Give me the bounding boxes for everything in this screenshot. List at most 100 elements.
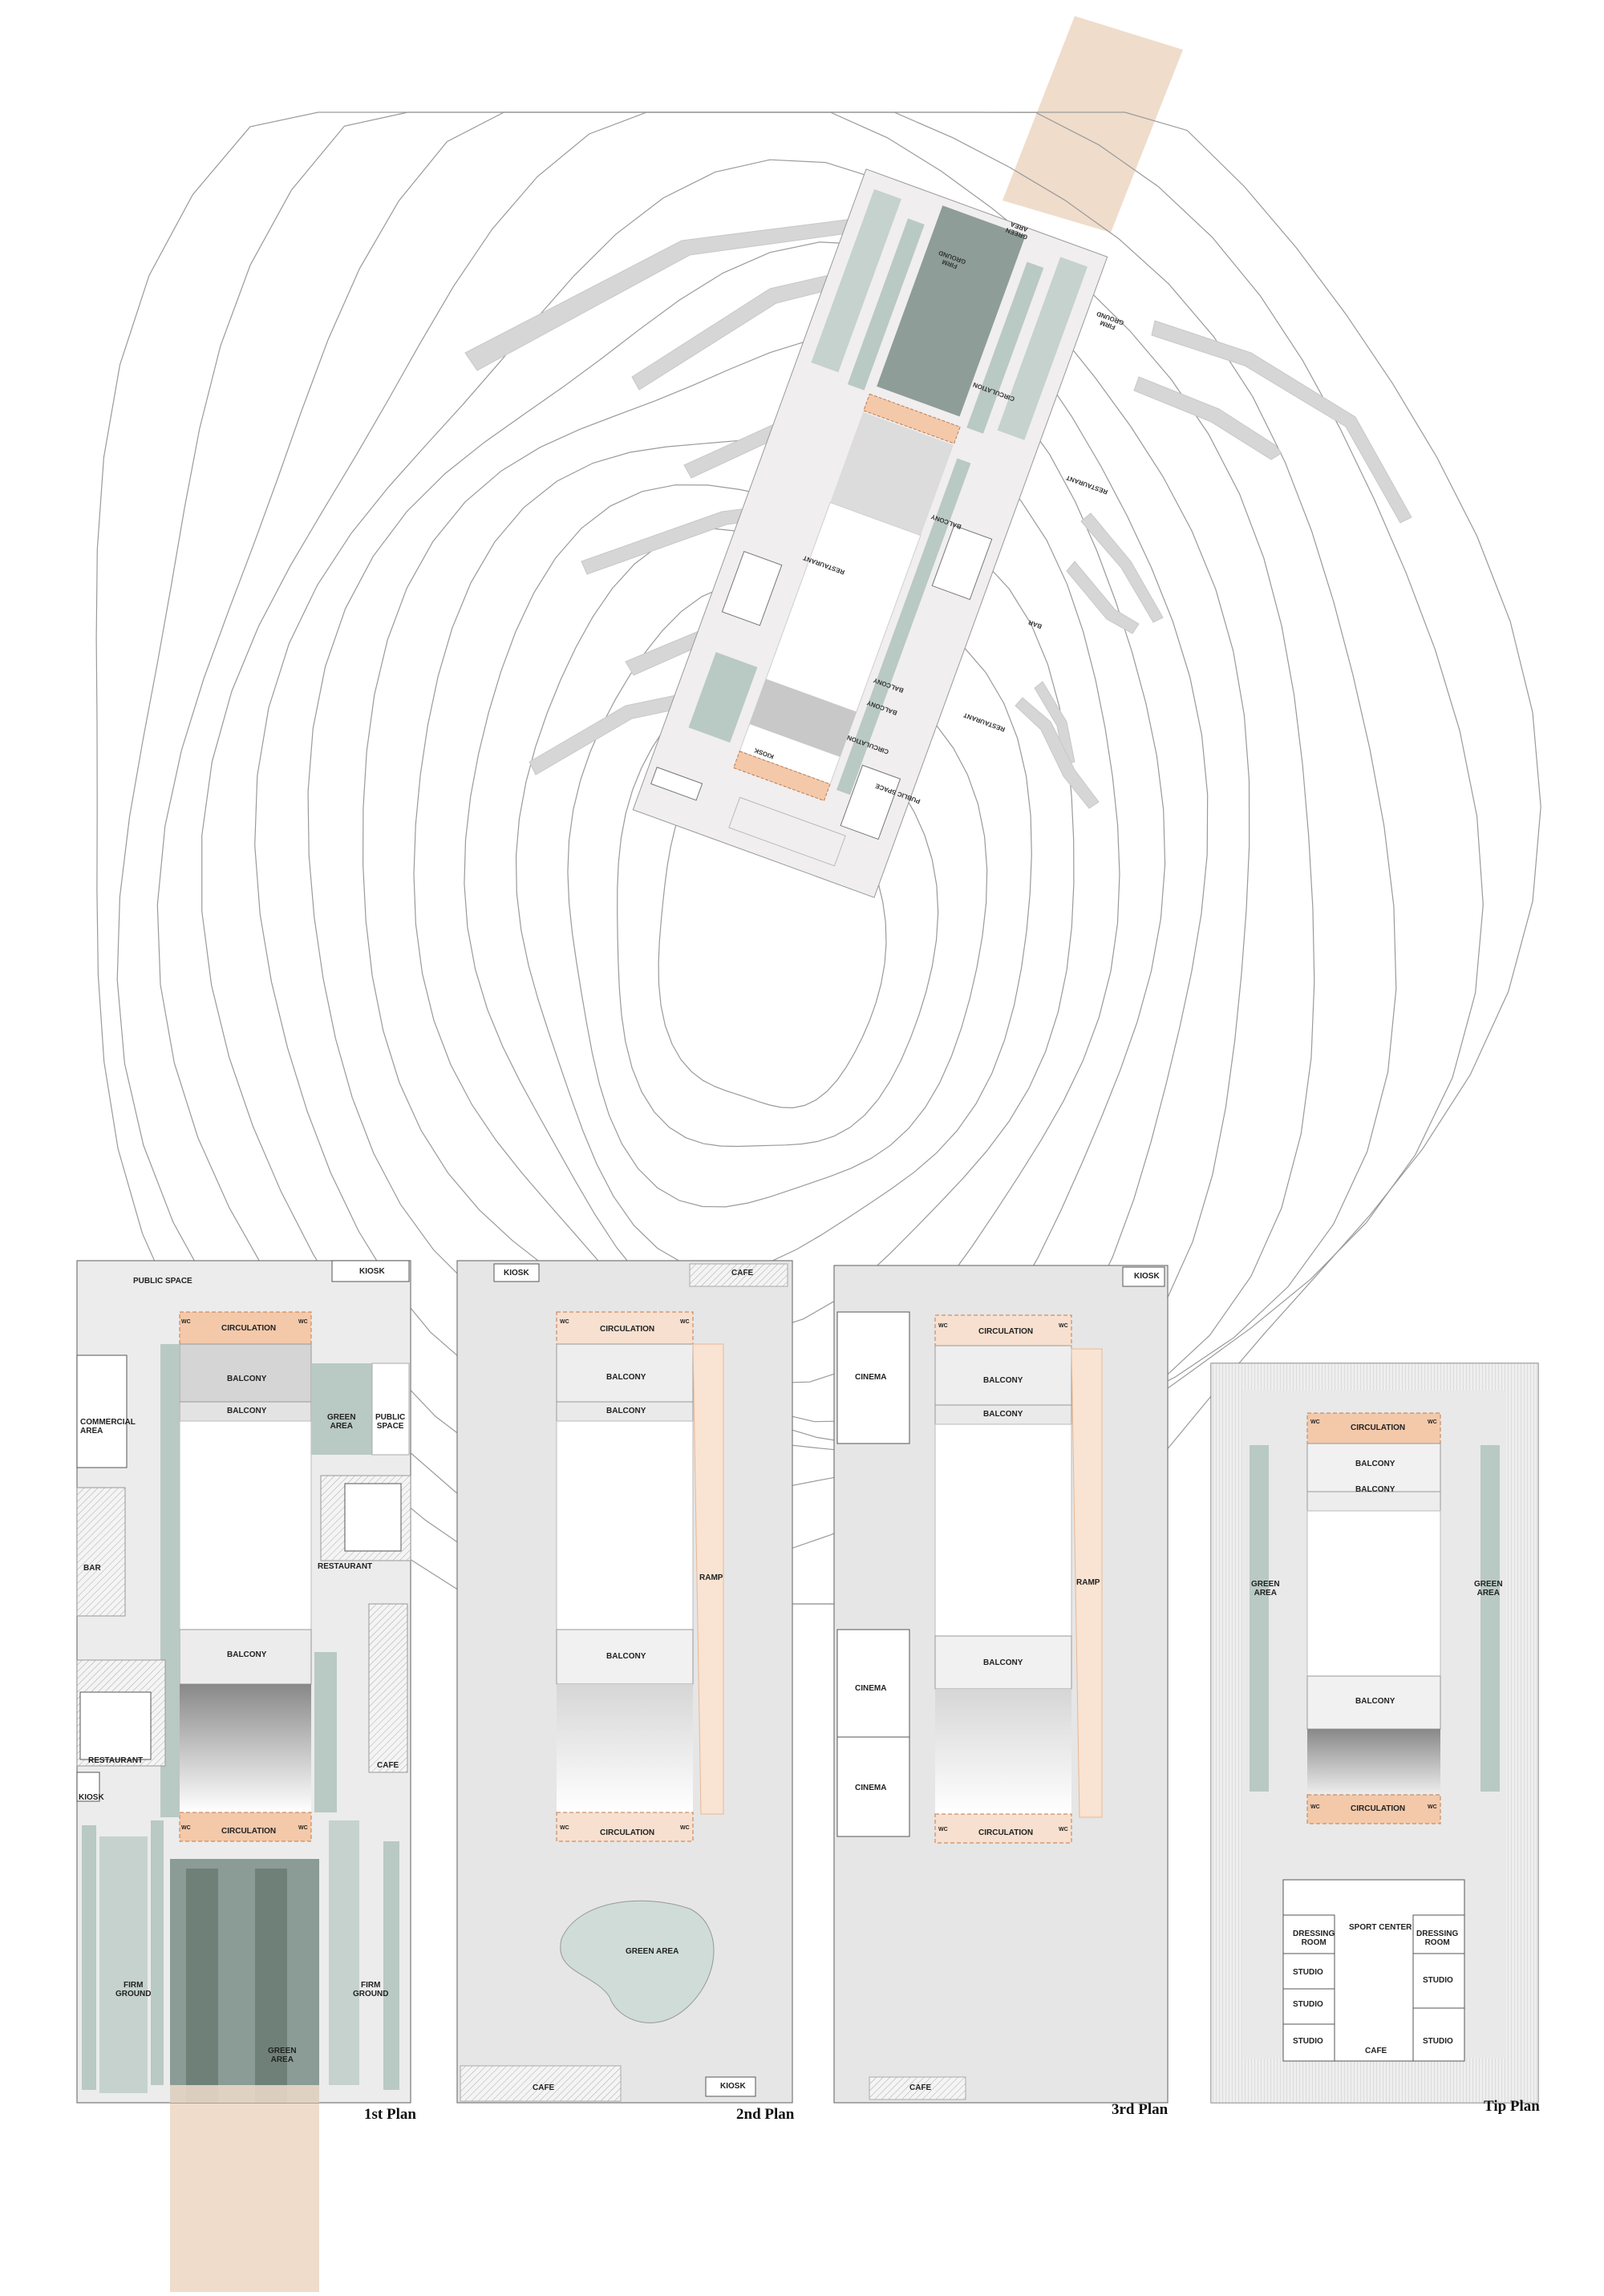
plan2-balcony-2 <box>556 1401 694 1422</box>
plan1-kiosk-top <box>331 1260 410 1282</box>
tip-sport-center-label: SPORT CENTER <box>1349 1923 1412 1932</box>
tip-studio-4-label: STUDIO <box>1423 1976 1453 1985</box>
tip-circulation-bottom-label: CIRCULATION <box>1351 1804 1406 1813</box>
plan2-ramp <box>692 1343 724 1815</box>
plan2-balcony-1 <box>556 1343 694 1403</box>
plan2-kiosk-top-label: KIOSK <box>504 1269 529 1278</box>
plan1-green-dark-1 <box>186 1869 218 2103</box>
tip-hall <box>1306 1510 1441 1677</box>
plan2-hall <box>556 1420 694 1630</box>
tip-circulation-top-label: CIRCULATION <box>1351 1423 1406 1432</box>
plan1-path-overlay <box>170 2085 319 2103</box>
tip-wc-label-2: WC <box>1428 1419 1437 1425</box>
plan1-stage-gradient <box>180 1684 311 1812</box>
plan2-balcony-1-label: BALCONY <box>606 1373 646 1382</box>
plan3-cinema-1 <box>836 1311 910 1444</box>
plan2-wc-label-3: WC <box>560 1825 569 1831</box>
tip-stage <box>1307 1729 1440 1806</box>
plan2-stage <box>557 1684 693 1812</box>
plan3-circulation-top-label: CIRCULATION <box>978 1327 1034 1336</box>
pedestrian-path <box>170 16 1183 2292</box>
tip-studio-left-3 <box>1282 2023 1335 2062</box>
site-balcony-1 <box>830 411 954 536</box>
tip-green-right <box>1480 1445 1500 1792</box>
plan3-ramp <box>1071 1348 1103 1818</box>
tip-green-area-left-label: GREEN AREA <box>1251 1580 1280 1597</box>
plan2-circulation-top <box>556 1311 694 1345</box>
plan1-balcony-3-label: BALCONY <box>227 1650 267 1659</box>
plan1-wc-label-2: WC <box>298 1319 308 1325</box>
site-balcony-2 <box>749 678 857 757</box>
plan3-kiosk <box>1122 1266 1165 1287</box>
site-green-patch <box>688 652 758 743</box>
plan1-circulation-top-label: CIRCULATION <box>221 1324 277 1333</box>
plan1-public-space-mid <box>371 1363 410 1456</box>
site-room-2 <box>721 550 783 626</box>
plan1-green-area-mid <box>311 1363 372 1455</box>
plan2-circulation-bottom-label: CIRCULATION <box>600 1828 655 1837</box>
tip-studio-right-1 <box>1412 1953 1465 2009</box>
tip-wc-label-3: WC <box>1310 1804 1320 1810</box>
tip-wc-label-4: WC <box>1428 1804 1437 1810</box>
plan1-balcony-2-label: BALCONY <box>227 1407 267 1415</box>
plan3-balcony-3-label: BALCONY <box>983 1658 1023 1667</box>
plan1-cafe-label: CAFE <box>377 1761 399 1770</box>
plan1-bar-label: BAR <box>83 1564 101 1573</box>
plan2-kiosk-bottom <box>705 2076 756 2097</box>
tip-dressing-right <box>1412 1914 1465 1954</box>
site-kiosk <box>650 767 703 801</box>
plan2-circulation-top-label: CIRCULATION <box>600 1325 655 1334</box>
plan1-balcony-1 <box>179 1343 312 1403</box>
site-plan-rotated <box>632 168 1108 898</box>
plan1-firm-right-2 <box>383 1841 399 2090</box>
terrace-7 <box>1151 320 1412 524</box>
terrace-9 <box>1080 512 1164 623</box>
plan3-wc-label-1: WC <box>938 1323 948 1329</box>
first-plan-drawing <box>76 1260 411 2104</box>
plan2-wc-label-1: WC <box>560 1319 569 1325</box>
plan1-green-dark-2 <box>255 1869 287 2103</box>
plan1-circulation-bottom <box>179 1812 312 1842</box>
site-firm-ground-1 <box>811 188 901 373</box>
tip-circulation-bottom <box>1306 1794 1441 1824</box>
site-green-strip-1 <box>847 218 925 391</box>
plan2-wc-label-2: WC <box>680 1319 690 1325</box>
tip-studio-2-label: STUDIO <box>1293 2000 1323 2009</box>
plan2-kiosk-bottom-label: KIOSK <box>720 2082 746 2091</box>
plan2-wc-label-4: WC <box>680 1825 690 1831</box>
path-strip-bottom <box>170 2085 319 2292</box>
terrace-10 <box>1066 561 1140 634</box>
plan1-public-space-label: PUBLIC SPACE <box>133 1277 192 1286</box>
site-room-3 <box>840 764 901 840</box>
plan3-cafe <box>869 2076 966 2100</box>
tip-circulation-top <box>1306 1412 1441 1444</box>
plan1-commercial-room <box>76 1355 128 1468</box>
plan2-cafe-bottom <box>460 2065 622 2102</box>
site-green-strip-2 <box>966 261 1044 434</box>
tip-balcony-2 <box>1306 1491 1441 1512</box>
plan3-cafe-label: CAFE <box>909 2083 932 2092</box>
plan1-firm-right-1 <box>329 1820 359 2085</box>
plan3-wc-label-2: WC <box>1059 1323 1068 1329</box>
tip-balcony-2-label: BALCONY <box>1355 1485 1395 1494</box>
plan3-balcony-1 <box>934 1345 1072 1406</box>
plan3-circulation-top <box>934 1314 1072 1346</box>
plan3-circulation-bottom-label: CIRCULATION <box>978 1828 1034 1837</box>
terrace-8 <box>1133 376 1282 460</box>
plan3-stage <box>935 1689 1071 1814</box>
tip-studio-right-2 <box>1412 2007 1465 2062</box>
plan1-green-area-bottom-label: GREEN AREA <box>268 2047 297 2064</box>
plan1-kiosk-top-label: KIOSK <box>359 1267 385 1276</box>
plan1-circulation-bottom-label: CIRCULATION <box>221 1827 277 1836</box>
third-plan-drawing <box>833 1265 1169 2104</box>
tip-cafe-label: CAFE <box>1365 2047 1387 2055</box>
plan1-balcony-3 <box>179 1629 312 1685</box>
tip-studio-left-1 <box>1282 1953 1335 1990</box>
plan1-wc-label-4: WC <box>298 1825 308 1831</box>
plan1-restaurant-right-label: RESTAURANT <box>318 1562 373 1571</box>
plan2-title: 2nd Plan <box>736 2106 795 2123</box>
tip-studio-3-label: STUDIO <box>1293 2037 1323 2046</box>
plan3-ramp-label: RAMP <box>1076 1578 1100 1587</box>
plan1-green-area-mid-label: GREEN AREA <box>327 1413 356 1431</box>
